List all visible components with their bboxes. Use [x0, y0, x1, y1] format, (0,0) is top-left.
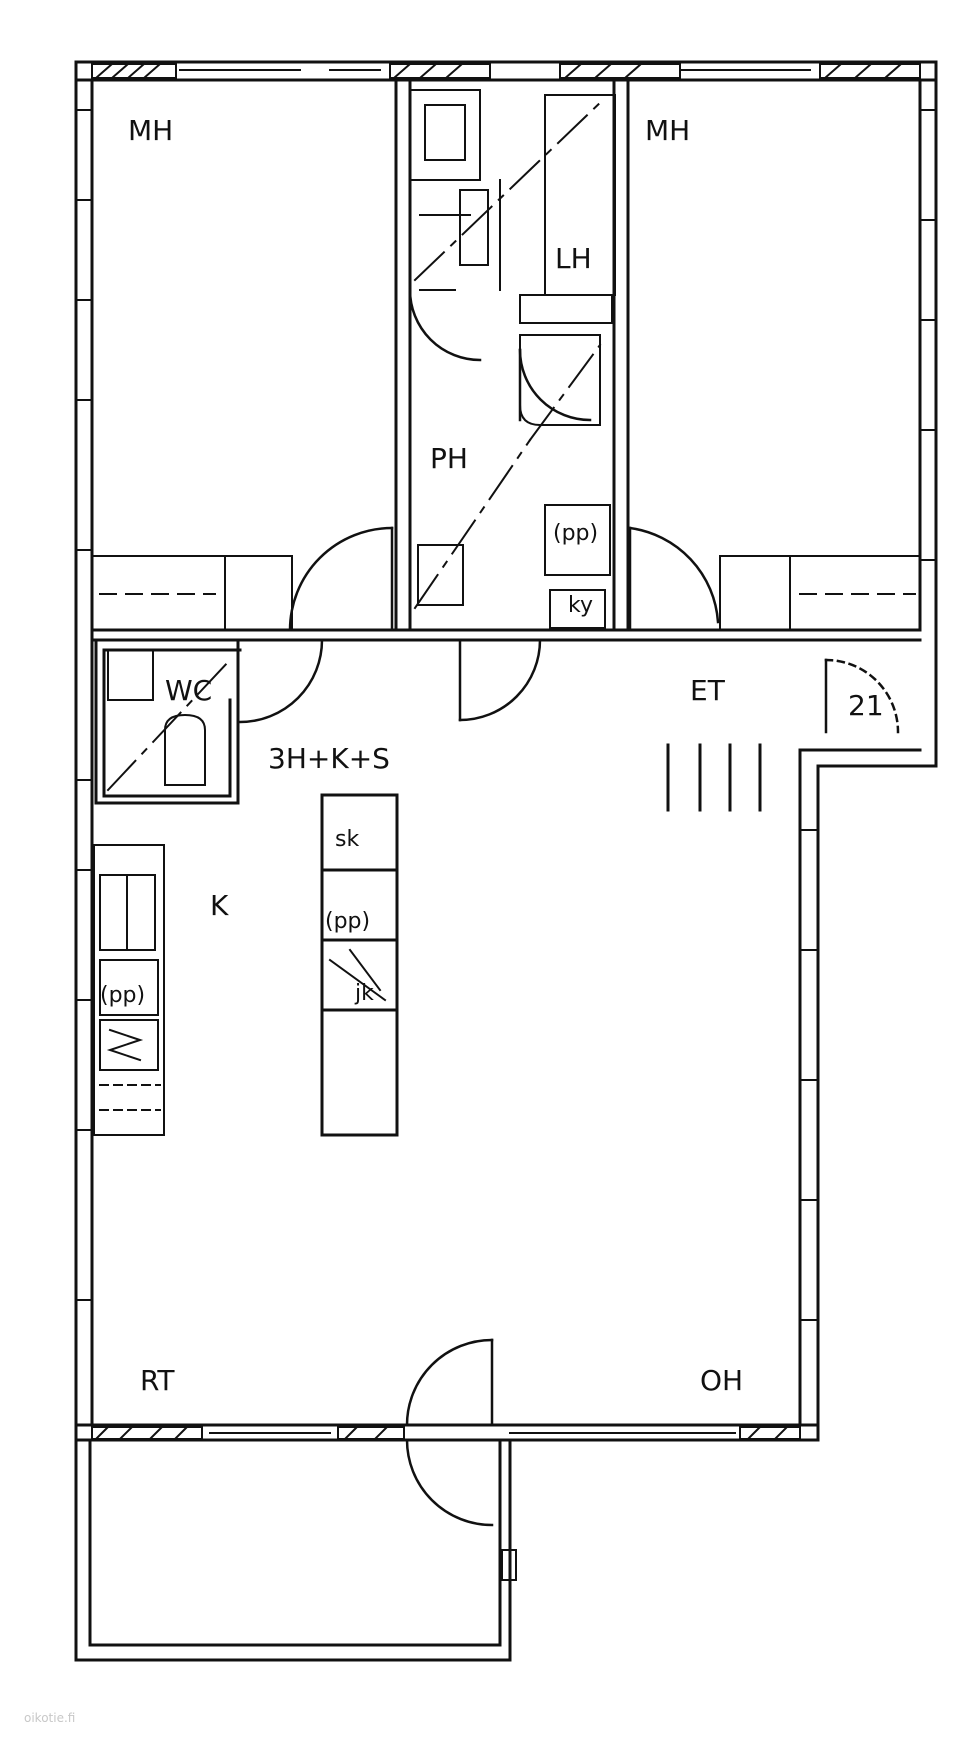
fixture-labels: (pp) ky sk (pp) jk (pp) 21 oikotie.fi: [24, 521, 884, 1725]
label-apartment-type: 3H+K+S: [268, 742, 390, 775]
label-kitchen: K: [210, 889, 229, 922]
top-windows: [91, 62, 921, 80]
label-toilet: WC: [165, 674, 212, 707]
balcony: [74, 1438, 517, 1662]
bathroom-fixtures: [409, 89, 616, 629]
label-living: OH: [700, 1364, 743, 1397]
watermark: oikotie.fi: [24, 1711, 75, 1725]
wall-ticks: [75, 109, 937, 1321]
label-bedroom-right: MH: [645, 114, 690, 147]
label-sink: sk: [335, 827, 359, 852]
label-dishwasher: (pp): [325, 909, 370, 934]
label-kitchen-dishwasher: (pp): [100, 983, 145, 1008]
doors: [238, 288, 900, 1527]
label-dryer: ky: [568, 593, 593, 618]
interior-walls: [90, 78, 922, 812]
label-linen-closet: LH: [555, 242, 592, 275]
dashed-lines: [106, 96, 607, 792]
label-unit-number: 21: [848, 689, 884, 722]
wardrobes: [91, 555, 921, 631]
room-labels: MH MH LH PH WC ET 3H+K+S K RT OH: [128, 114, 743, 1397]
label-fridge: jk: [354, 981, 374, 1006]
label-hall: ET: [690, 674, 726, 707]
wc-fixtures: [107, 649, 206, 786]
label-bathroom: PH: [430, 442, 468, 475]
kitchen-counter: [93, 844, 165, 1136]
kitchen-island: [320, 793, 399, 1137]
label-bedroom-left: MH: [128, 114, 173, 147]
label-dining: RT: [140, 1364, 175, 1397]
label-washer: (pp): [553, 521, 598, 546]
bottom-windows: [91, 1425, 801, 1441]
